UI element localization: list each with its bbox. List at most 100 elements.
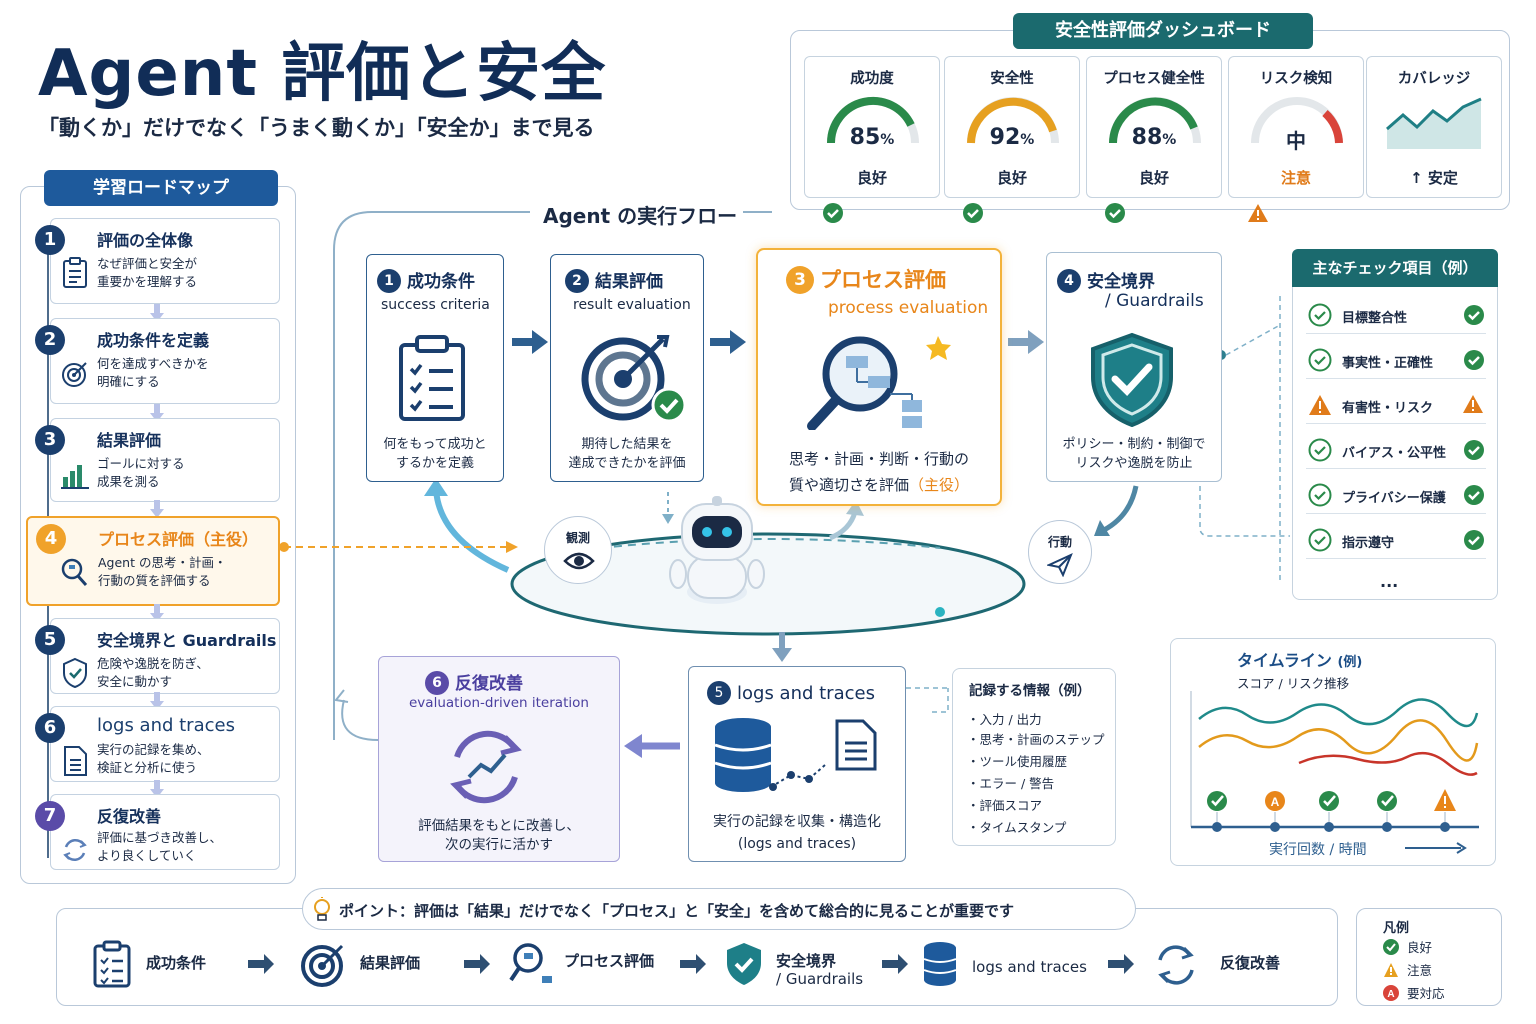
metric-title: 安全性 [990,71,1034,87]
target-icon [62,362,87,387]
timeline-marker-alert: A [1265,791,1285,811]
cycle-icon [1158,945,1194,985]
checklist-item[interactable]: プライバシー保護 [1306,476,1486,514]
roadmap-step-2[interactable]: 2 成功条件を定義 何を達成すべきかを明確にする [35,318,280,404]
box-desc: 何をもって成功とするかを定義 [383,437,487,471]
down-arrow-icon [150,692,164,710]
warning-icon [1463,395,1483,413]
step-number: 1 [35,225,65,255]
timeline-chart: A [1190,691,1479,832]
summary-step-label: 反復改善 [1220,954,1281,972]
legend-item-warn: 注意 [1383,960,1432,979]
roadmap-step-7[interactable]: 7 反復改善 評価に基づき改善し、より良くしていく [35,794,280,870]
gauge-icon [1109,97,1201,144]
checklist-item[interactable]: 有害性・リスク [1306,386,1486,424]
document-icon [64,746,87,776]
step-desc: ゴールに対する成果を測る [97,456,185,489]
down-arrow-icon [150,404,164,422]
lightbulb-icon [314,897,330,921]
roadmap-step-4[interactable]: 4 プロセス評価（主役） Agent の思考・計画・行動の質を評価する [26,516,280,606]
timeline-panel: タイムライン (例) スコア / リスク推移 A 実行回数 / 時間 [1170,638,1496,866]
arrow-right-icon [1405,842,1467,854]
summary-step-iteration[interactable]: 反復改善 [1154,940,1314,990]
metric-card-process[interactable]: プロセス健全性 88% 良好 [1086,56,1222,223]
checklist-item-label: 有害性・リスク [1342,401,1434,416]
check-circle-icon [1464,350,1484,370]
metric-title: 成功度 [850,71,894,87]
summary-step-result[interactable]: 結果評価 [300,940,460,990]
cycle-icon [450,730,522,804]
box-title-2: / Guardrails [1105,291,1204,311]
summary-step-guardrails[interactable]: 安全境界/ Guardrails [724,940,884,990]
metric-card-safety[interactable]: 安全性 92% 良好 [944,56,1080,223]
box-subtitle: success criteria [381,297,490,313]
roadmap-step-5[interactable]: 5 安全境界と Guardrails 危険や逸脱を防ぎ、安全に動かす [35,618,280,694]
step-title: プロセス評価（主役） [98,530,259,549]
down-arrow-icon [150,500,164,518]
check-outline-icon [1308,348,1332,372]
step-desc: 評価に基づき改善し、より良くしていく [97,830,223,863]
metric-status: 良好 [945,167,1079,223]
database-icon [714,718,877,792]
step-number: 7 [35,801,65,831]
point-text: ポイント：評価は「結果」だけでなく「プロセス」と「安全」を含めて総合的に見ること… [339,902,1015,920]
record-item: ・入力 / 出力 [967,712,1042,727]
magnifier-icon [509,943,552,983]
timeline-title: タイムライン (例) [1237,651,1363,670]
metric-card-risk[interactable]: リスク検知 中 注意 [1228,56,1364,222]
summary-step-label: 成功条件 [146,954,207,972]
step-desc: 実行の記録を集め、検証と分析に使う [97,742,210,775]
checklist-panel [1292,250,1498,600]
record-item: ・ツール使用履歴 [967,754,1068,769]
summary-step-success-criteria[interactable]: 成功条件 [92,940,252,990]
checklist-item[interactable]: バイアス・公平性 [1306,431,1486,469]
alert-circle-icon: A [1383,985,1399,1001]
check-circle-icon [1383,939,1399,955]
step-desc: 危険や逸脱を防ぎ、安全に動かす [97,656,209,689]
timeline-point [1382,822,1392,832]
box-desc: ポリシー・制約・制御でリスクや逸脱を防止 [1062,437,1206,471]
clipboard-icon [399,335,465,421]
metric-value: 88% [1131,125,1177,150]
box-desc: 期待した結果を達成できたかを評価 [568,437,686,471]
record-item: ・思考・計画のステップ [967,732,1105,747]
action-label: 行動 [1047,535,1072,549]
summary-step-process[interactable]: プロセス評価 [508,940,678,990]
step-number: 4 [36,524,66,554]
step-desc: なぜ評価と安全が重要かを理解する [97,256,198,289]
gauge-icon [967,97,1059,144]
record-item: ・タイムスタンプ [967,820,1067,835]
metric-card-success[interactable]: 成功度 85% 良好 [804,56,940,223]
observe-node[interactable]: 観測 [544,516,612,584]
shield-icon [1091,332,1173,427]
timeline-xlabel: 実行回数 / 時間 [1269,842,1367,858]
metric-card-coverage[interactable]: カバレッジ ↑ 安定 [1366,56,1502,198]
check-circle-icon [1105,203,1125,223]
box-desc: 思考・計画・判断・行動の質や適切さを評価（主役） [788,450,970,494]
checklist-item[interactable]: 目標整合性 [1306,296,1486,334]
summary-step-logs[interactable]: logs and traces [922,940,1102,990]
metric-title: プロセス健全性 [1103,71,1205,87]
checklist-item[interactable]: 指示遵守 [1306,521,1486,559]
action-node[interactable]: 行動 [1028,520,1092,584]
step-title: 結果評価 [97,431,162,450]
check-outline-icon [1308,528,1332,552]
step-number: 5 [35,625,65,655]
metric-status: 良好 [1087,167,1221,223]
box-subtitle: result evaluation [573,297,691,313]
checklist-item[interactable]: 事実性・正確性 [1306,341,1486,379]
roadmap-step-1[interactable]: 1 評価の全体像 なぜ評価と安全が重要かを理解する [35,218,280,304]
checklist-more: ... [1380,572,1399,591]
metric-value: 85% [849,125,895,150]
step-title: 評価の全体像 [97,231,194,250]
roadmap-step-6[interactable]: 6 logs and traces 実行の記録を集め、検証と分析に使う [35,706,280,782]
roadmap-step-3[interactable]: 3 結果評価 ゴールに対する成果を測る [35,418,280,502]
